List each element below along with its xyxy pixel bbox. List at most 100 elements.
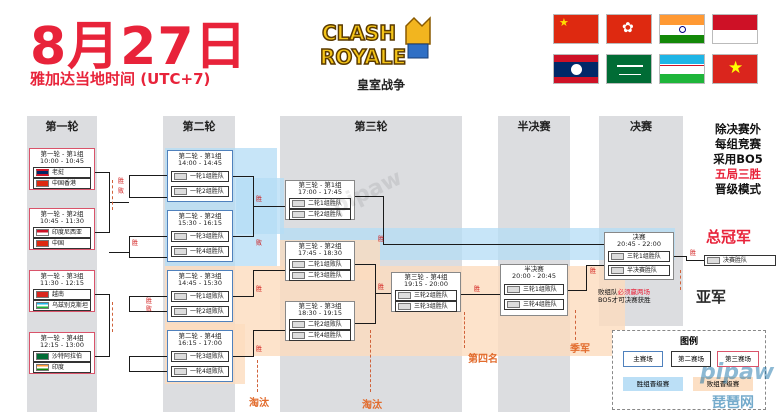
- bracket-line: [375, 293, 391, 294]
- group-title: 第三轮 - 第4组: [404, 273, 448, 281]
- team-name: 一轮4组败队: [190, 368, 224, 375]
- bracket-line: [129, 236, 130, 257]
- group-title: 第一轮 - 第1组: [40, 150, 84, 158]
- bracket-line: [586, 265, 587, 291]
- bracket-line: [129, 356, 167, 357]
- group-title: 第二轮 - 第2组: [178, 212, 222, 220]
- bracket-line: [109, 202, 129, 203]
- bracket-line: [383, 196, 384, 244]
- team-name: 印度尼西亚: [52, 229, 83, 236]
- legend-main-court: 主赛场: [623, 351, 663, 367]
- group-time: 20:00 - 20:45: [512, 272, 556, 280]
- win-label: 胜: [118, 178, 125, 185]
- bracket-line: [95, 172, 109, 173]
- placeholder-flag-icon: [507, 301, 520, 308]
- round1-group-4: 第一轮 - 第4组 12:15 - 13:00 沙特阿拉伯 印度: [29, 332, 95, 374]
- group-time: 10:45 - 11:30: [40, 217, 84, 225]
- eliminated-label: 淘汰: [249, 398, 269, 409]
- bracket-line: [129, 356, 130, 372]
- indonesia-flag-icon: [36, 229, 49, 236]
- bracket-line: [253, 330, 254, 357]
- group-title: 第二轮 - 第1组: [178, 152, 222, 160]
- group-time: 11:30 - 12:15: [40, 279, 84, 287]
- bracket-line: [674, 256, 686, 257]
- third-place-label: 季军: [570, 344, 590, 355]
- placeholder-flag-icon: [174, 173, 187, 180]
- win-label: 胜: [256, 346, 263, 353]
- bracket-line: [686, 260, 704, 261]
- laos-flag-icon: [36, 169, 49, 176]
- hong-kong-flag-icon: [36, 180, 49, 187]
- round3-group-1: 第三轮 - 第1组 17:00 - 17:45 二轮1组胜队 二轮2组胜队: [285, 180, 355, 220]
- round2-group-2: 第二轮 - 第2组 15:30 - 16:15 一轮3组胜队 一轮4组胜队: [167, 210, 233, 262]
- elimination-line: [370, 330, 371, 392]
- team-name: 一轮3组胜队: [190, 233, 224, 240]
- rule-line: 五局三胜: [715, 167, 761, 181]
- team-slot: 沙特阿拉伯: [33, 351, 91, 362]
- placeholder-flag-icon: [292, 211, 305, 218]
- round1-header: 第一轮: [45, 120, 79, 133]
- group-time: 14:45 - 15:30: [178, 279, 222, 287]
- bracket-line: [461, 294, 500, 295]
- placeholder-flag-icon: [292, 321, 305, 328]
- site-name: 琵琶网: [712, 395, 754, 411]
- placeholder-flag-icon: [398, 292, 411, 299]
- win-label: 胜: [256, 196, 263, 203]
- team-slot: 二轮2组败队: [289, 319, 351, 330]
- team-slot: 三轮3组胜队: [395, 301, 457, 312]
- round1-group-3: 第一轮 - 第3组 11:30 - 12:15 越南 乌兹别克斯坦: [29, 270, 95, 312]
- round3-group-2: 第三轮 - 第2组 17:45 - 18:30 二轮1组败队 二轮3组胜队: [285, 241, 355, 281]
- lose-label: 败: [146, 306, 153, 313]
- bracket-line: [383, 244, 604, 245]
- placeholder-flag-icon: [292, 200, 305, 207]
- team-slot: 中国香港: [33, 178, 91, 189]
- team-slot: 半决赛胜队: [608, 265, 670, 276]
- team-slot: 一轮1组胜队: [171, 171, 229, 182]
- team-name: 一轮2组败队: [190, 308, 224, 315]
- team-slot: 老挝: [33, 167, 91, 178]
- lose-label: 败: [118, 188, 125, 195]
- team-slot: 越南: [33, 289, 91, 300]
- legend: 图例 主赛场 第二赛场 第三赛场 胜组晋级赛 败组晋级赛: [612, 330, 766, 410]
- placeholder-flag-icon: [611, 267, 624, 274]
- team-slot: 一轮3组胜队: [171, 231, 229, 242]
- placeholder-flag-icon: [174, 233, 187, 240]
- game-title: 皇室战争: [356, 78, 405, 92]
- round3-group-3: 第三轮 - 第3组 18:30 - 19:15 二轮2组败队 二轮4组胜队: [285, 301, 355, 341]
- saudi-arabia-flag-icon: [606, 54, 652, 84]
- bracket-line: [253, 270, 285, 271]
- placeholder-flag-icon: [174, 293, 187, 300]
- elimination-line: [464, 312, 465, 348]
- vietnam-flag-icon: ★: [712, 54, 758, 84]
- team-name: 老挝: [52, 169, 65, 176]
- round1-group-1: 第一轮 - 第1组 10:00 - 10:45 老挝 中国香港: [29, 148, 95, 190]
- placeholder-flag-icon: [174, 353, 187, 360]
- bracket-line: [95, 356, 109, 357]
- rule-line: 晋级模式: [715, 182, 761, 196]
- win-label: 胜: [256, 286, 263, 293]
- team-name: 越南: [52, 291, 65, 298]
- team-name: 一轮1组败队: [190, 293, 224, 300]
- team-name: 半决赛胜队: [627, 267, 658, 274]
- group-title: 第二轮 - 第3组: [178, 272, 222, 280]
- team-slot: 二轮4组胜队: [289, 330, 351, 341]
- group-time: 10:00 - 10:45: [40, 157, 84, 165]
- group-title: 第三轮 - 第3组: [298, 302, 342, 310]
- note-part: 必须赢两场: [617, 288, 651, 296]
- bracket-line: [129, 236, 167, 237]
- team-name: 三轮2组胜队: [414, 292, 448, 299]
- bracket-line: [568, 290, 586, 291]
- bracket-line: [129, 311, 167, 312]
- vietnam-flag-icon: [36, 291, 49, 298]
- team-slot: 三轮4组胜队: [504, 299, 564, 310]
- legend-court2: 第二赛场: [671, 351, 711, 367]
- round2-group-1: 第二轮 - 第1组 14:00 - 14:45 一轮1组胜队 一轮2组胜队: [167, 150, 233, 202]
- bracket-line: [233, 356, 253, 357]
- elimination-line: [680, 270, 681, 290]
- team-slot: 中国: [33, 238, 91, 249]
- group-time: 12:15 - 13:00: [40, 341, 84, 349]
- round2-group-3: 第二轮 - 第3组 14:45 - 15:30 一轮1组败队 一轮2组败队: [167, 270, 233, 322]
- bracket-line: [129, 197, 167, 198]
- indonesia-flag-icon: [712, 14, 758, 44]
- bracket-line: [253, 330, 285, 331]
